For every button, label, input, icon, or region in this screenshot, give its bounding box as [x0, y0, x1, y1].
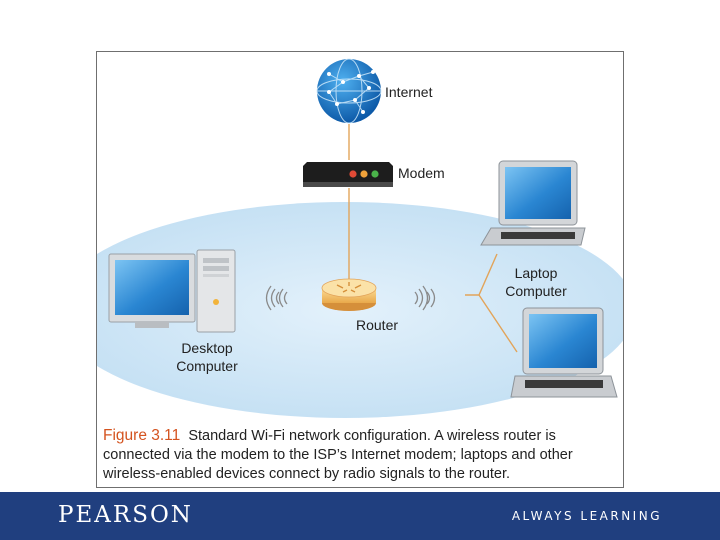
figure-panel: Internet Modem Router Laptop Computer De… [96, 51, 624, 488]
desktop-label-line1: Desktop [181, 340, 233, 356]
caption-text: Standard Wi-Fi network configuration. A … [103, 428, 573, 482]
network-diagram [97, 58, 623, 418]
router-icon [321, 278, 377, 311]
modem-label: Modem [398, 165, 445, 181]
laptop-label: Laptop Computer [499, 264, 573, 300]
pearson-logo: PEARSON [58, 502, 193, 528]
figure-caption: Figure 3.11 Standard Wi-Fi network confi… [103, 426, 619, 484]
laptop-label-line1: Laptop [514, 265, 558, 281]
modem-icon [303, 162, 393, 187]
router-label: Router [356, 317, 399, 333]
laptop-label-line2: Computer [505, 283, 567, 299]
desktop-label: Desktop Computer [169, 339, 245, 375]
laptop-icon [480, 160, 586, 246]
figure-number: Figure 3.11 [103, 427, 181, 444]
desktop-icon [108, 249, 236, 333]
router-laptop-line-2 [478, 294, 518, 353]
laptop-icon-2 [510, 307, 618, 398]
globe-icon [316, 58, 382, 124]
radio-waves-icon [265, 285, 288, 311]
tagline: ALWAYS LEARNING [511, 509, 662, 523]
connector-lines [348, 124, 518, 353]
radio-waves-icon-2 [414, 285, 436, 311]
internet-label: Internet [385, 84, 433, 100]
footer-bar: PEARSON ALWAYS LEARNING [0, 492, 720, 540]
desktop-label-line2: Computer [176, 358, 238, 374]
